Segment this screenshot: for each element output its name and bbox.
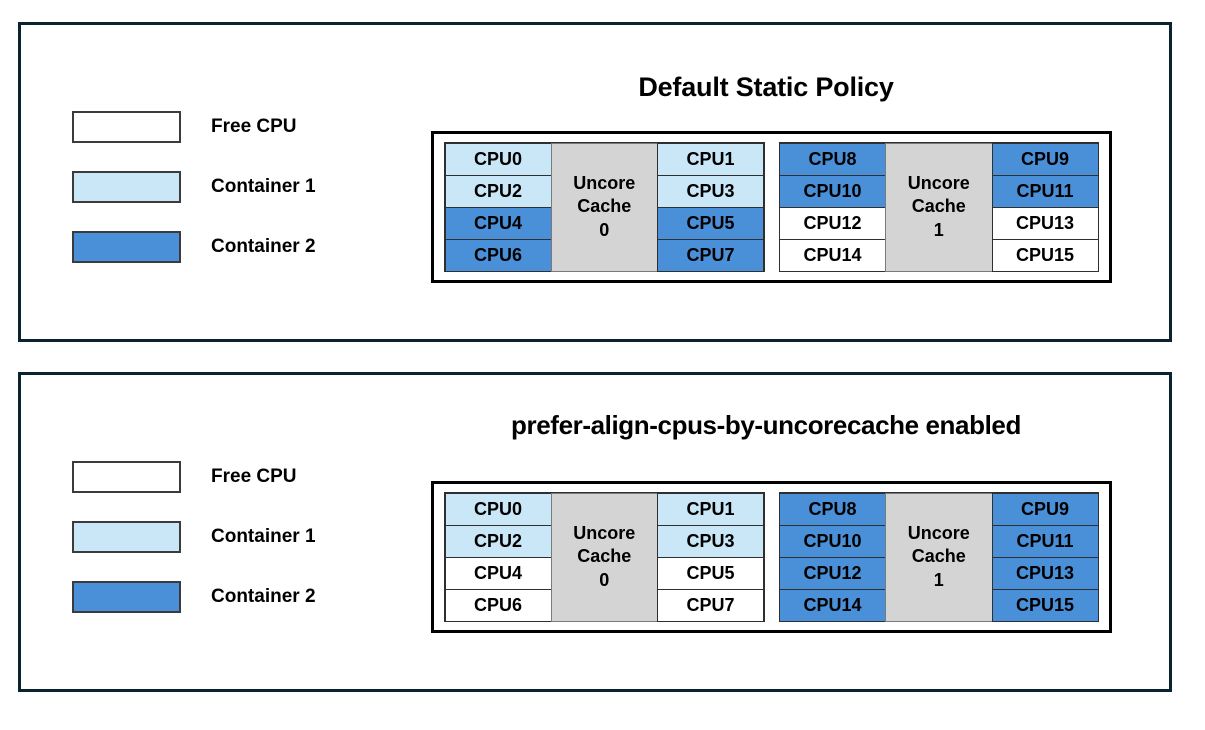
panel-prefer-align-cpus-by-uncorecache: prefer-align-cpus-by-uncorecache enabled…: [18, 372, 1172, 692]
legend-item-container-2: Container 2: [72, 231, 316, 263]
legend: Free CPU Container 1 Container 2: [72, 461, 316, 641]
cpu-column-right: CPU1 CPU3 CPU5 CPU7: [657, 142, 764, 272]
uncore-label-line-2: Cache: [577, 196, 632, 217]
socket-uncore-cache-1: CPU8 CPU10 CPU12 CPU14 Uncore Cache 1 CP…: [778, 142, 1099, 272]
cpu-cell: CPU7: [657, 238, 764, 272]
cpu-cell: CPU1: [657, 492, 764, 526]
uncore-label-line-1: Uncore: [573, 173, 636, 194]
legend-item-container-2: Container 2: [72, 581, 316, 613]
cpu-cell: CPU13: [991, 206, 1099, 240]
uncore-index: 1: [933, 219, 944, 240]
cpu-cell: CPU14: [779, 238, 886, 272]
legend-label-container-1: Container 1: [211, 176, 316, 197]
cpu-cell: CPU0: [444, 142, 552, 176]
legend-label-container-2: Container 2: [211, 236, 316, 257]
page-title: Default Static Policy: [638, 72, 894, 102]
cpu-cell: CPU8: [779, 492, 886, 526]
cpu-column-left: CPU0 CPU2 CPU4 CPU6: [444, 142, 552, 272]
cpu-cell: CPU4: [444, 556, 552, 590]
uncore-index: 0: [599, 219, 610, 240]
uncore-label-line-1: Uncore: [573, 523, 636, 544]
cpu-cell: CPU6: [444, 588, 552, 622]
cpu-cell: CPU4: [444, 206, 552, 240]
legend-item-free-cpu: Free CPU: [72, 111, 316, 143]
legend-label-free-cpu: Free CPU: [211, 116, 297, 137]
cpu-cell: CPU12: [779, 206, 886, 240]
legend-swatch-container-1: [72, 521, 181, 553]
uncore-cache-block: Uncore Cache 0: [550, 492, 658, 622]
legend-swatch-free-cpu: [72, 461, 181, 493]
cpu-column-right: CPU9 CPU11 CPU13 CPU15: [991, 492, 1099, 622]
legend: Free CPU Container 1 Container 2: [72, 111, 316, 291]
cpu-cell: CPU7: [657, 588, 764, 622]
cpu-cell: CPU2: [444, 174, 552, 208]
cpu-topology-grid: CPU0 CPU2 CPU4 CPU6 Uncore Cache 0 CPU1 …: [431, 131, 1112, 283]
cpu-cell: CPU11: [991, 524, 1099, 558]
cpu-column-right: CPU1 CPU3 CPU5 CPU7: [657, 492, 764, 622]
cpu-cell: CPU3: [657, 174, 764, 208]
cpu-topology-grid: CPU0 CPU2 CPU4 CPU6 Uncore Cache 0 CPU1 …: [431, 481, 1112, 633]
cpu-cell: CPU0: [444, 492, 552, 526]
cpu-cell: CPU1: [657, 142, 764, 176]
cpu-cell: CPU5: [657, 206, 764, 240]
socket-uncore-cache-0: CPU0 CPU2 CPU4 CPU6 Uncore Cache 0 CPU1 …: [444, 142, 765, 272]
cpu-cell: CPU2: [444, 524, 552, 558]
legend-swatch-container-2: [72, 581, 181, 613]
cpu-cell: CPU6: [444, 238, 552, 272]
cpu-cell: CPU11: [991, 174, 1099, 208]
cpu-column-right: CPU9 CPU11 CPU13 CPU15: [991, 142, 1099, 272]
uncore-index: 0: [599, 569, 610, 590]
legend-item-container-1: Container 1: [72, 521, 316, 553]
uncore-label-line-1: Uncore: [907, 523, 970, 544]
panel-default-static-policy: Default Static Policy Free CPU Container…: [18, 22, 1172, 342]
cpu-column-left: CPU0 CPU2 CPU4 CPU6: [444, 492, 552, 622]
cpu-cell: CPU10: [779, 524, 886, 558]
cpu-cell: CPU12: [779, 556, 886, 590]
cpu-cell: CPU8: [779, 142, 886, 176]
legend-swatch-container-2: [72, 231, 181, 263]
legend-item-container-1: Container 1: [72, 171, 316, 203]
cpu-cell: CPU9: [991, 492, 1099, 526]
legend-label-container-1: Container 1: [211, 526, 316, 547]
legend-label-container-2: Container 2: [211, 586, 316, 607]
cpu-cell: CPU15: [991, 588, 1099, 622]
cpu-cell: CPU15: [991, 238, 1099, 272]
cpu-column-left: CPU8 CPU10 CPU12 CPU14: [779, 142, 886, 272]
uncore-index: 1: [933, 569, 944, 590]
uncore-label-line-2: Cache: [911, 196, 966, 217]
socket-uncore-cache-0: CPU0 CPU2 CPU4 CPU6 Uncore Cache 0 CPU1 …: [444, 492, 765, 622]
uncore-cache-block: Uncore Cache 1: [885, 142, 993, 272]
cpu-cell: CPU3: [657, 524, 764, 558]
cpu-cell: CPU10: [779, 174, 886, 208]
legend-item-free-cpu: Free CPU: [72, 461, 316, 493]
uncore-label-line-2: Cache: [911, 546, 966, 567]
cpu-cell: CPU13: [991, 556, 1099, 590]
legend-swatch-container-1: [72, 171, 181, 203]
cpu-column-left: CPU8 CPU10 CPU12 CPU14: [779, 492, 886, 622]
cpu-cell: CPU14: [779, 588, 886, 622]
uncore-label-line-1: Uncore: [907, 173, 970, 194]
cpu-cell: CPU9: [991, 142, 1099, 176]
page-title: prefer-align-cpus-by-uncorecache enabled: [511, 410, 1021, 440]
legend-label-free-cpu: Free CPU: [211, 466, 297, 487]
uncore-cache-block: Uncore Cache 1: [885, 492, 993, 622]
uncore-cache-block: Uncore Cache 0: [550, 142, 658, 272]
cpu-cell: CPU5: [657, 556, 764, 590]
uncore-label-line-2: Cache: [577, 546, 632, 567]
socket-uncore-cache-1: CPU8 CPU10 CPU12 CPU14 Uncore Cache 1 CP…: [778, 492, 1099, 622]
legend-swatch-free-cpu: [72, 111, 181, 143]
